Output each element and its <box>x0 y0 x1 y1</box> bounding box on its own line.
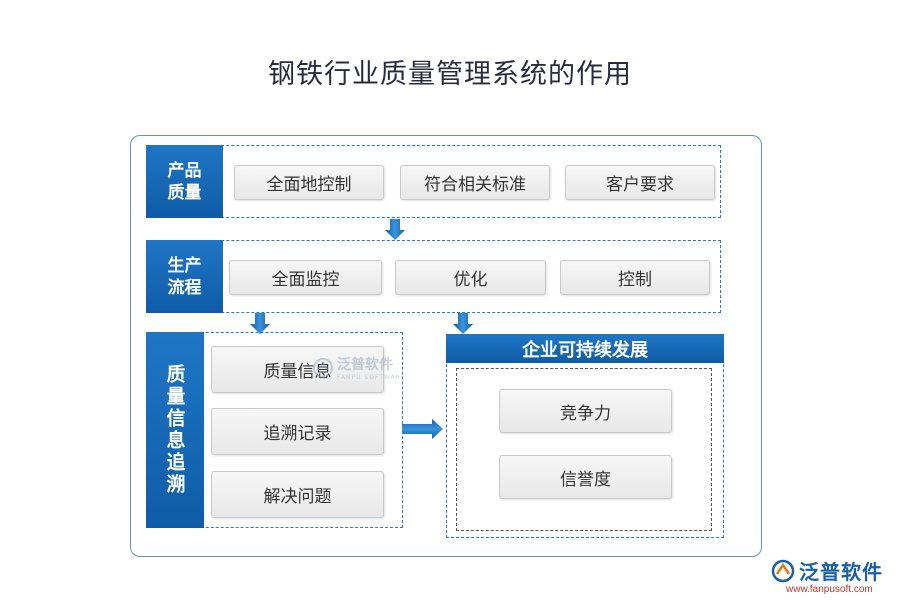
outcome-item: 信誉度 <box>499 455 672 499</box>
traceability-label: 质量信息追溯 <box>146 332 204 528</box>
brand-name: 泛普软件 <box>799 560 883 584</box>
production-process-label: 生产 流程 <box>146 240 223 313</box>
product-quality-label: 产品 质量 <box>146 145 223 218</box>
diagram-frame <box>130 135 762 557</box>
traceability-item: 解决问题 <box>211 471 384 518</box>
traceability-item: 质量信息 <box>211 346 384 393</box>
outcome-inner-frame <box>456 368 712 531</box>
brand-logo: 泛普软件 <box>770 556 883 585</box>
diagram-title: 钢铁行业质量管理系统的作用 <box>268 59 632 90</box>
production-process-item: 优化 <box>395 260 546 295</box>
production-process-item: 控制 <box>560 260 710 295</box>
product-quality-item: 符合相关标准 <box>400 165 550 200</box>
down-arrow-icon <box>385 219 405 240</box>
watermark-sub: FANPU SOFTWARE <box>337 374 406 381</box>
product-quality-item: 客户要求 <box>565 165 715 200</box>
right-arrow-icon <box>402 419 443 439</box>
down-arrow-icon <box>453 313 473 334</box>
traceability-label-text: 质量信息追溯 <box>163 364 186 496</box>
traceability-item: 追溯记录 <box>211 408 384 455</box>
fanpu-logo-icon <box>771 559 795 582</box>
brand-url: www.fanpusoft.com <box>786 584 873 595</box>
outcome-header: 企业可持续发展 <box>446 334 724 363</box>
outcome-item: 竞争力 <box>499 389 672 433</box>
fanpu-logo-icon <box>313 357 333 378</box>
watermark: 泛普软件 FANPU SOFTWARE <box>312 354 406 381</box>
watermark-text: 泛普软件 <box>337 357 393 373</box>
production-process-item: 全面监控 <box>229 260 382 295</box>
down-arrow-icon <box>250 313 270 334</box>
product-quality-item: 全面地控制 <box>234 165 384 200</box>
